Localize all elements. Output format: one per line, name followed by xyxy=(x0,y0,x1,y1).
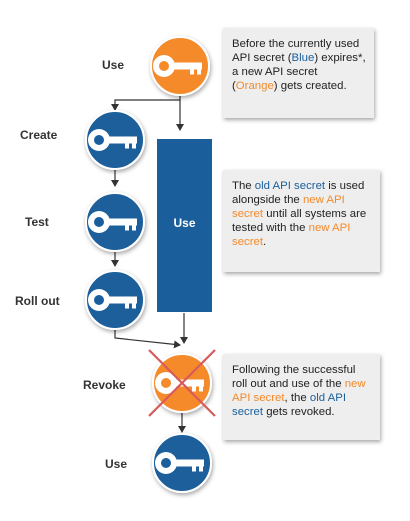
revoke-cross-icon xyxy=(148,349,216,417)
key-icon-create xyxy=(85,110,145,170)
use-bar-label: Use xyxy=(173,216,196,230)
use-bar xyxy=(157,139,212,312)
key-icon-rollout xyxy=(85,270,145,330)
key-icon-use-top xyxy=(150,36,210,96)
note-create-new-secret: Before the currently used API secret (Bl… xyxy=(223,28,374,118)
step-label-rollout: Roll out xyxy=(15,294,60,308)
note-parallel-use: The old API secret is used alongside the… xyxy=(223,170,380,272)
arrow-use-to-create xyxy=(111,92,181,111)
step-label-create: Create xyxy=(20,128,58,142)
note-revoke-old-secret: Following the successful roll out and us… xyxy=(223,354,380,440)
step-label-test: Test xyxy=(25,215,49,229)
key-icon-use-bottom xyxy=(152,433,212,493)
step-label-use-top: Use xyxy=(102,58,125,72)
step-label-use-bottom: Use xyxy=(105,457,128,471)
key-icon-revoke xyxy=(148,349,216,417)
step-label-revoke: Revoke xyxy=(83,378,126,392)
arrow-rollout-to-revoke xyxy=(114,330,181,349)
key-icon-test xyxy=(85,192,145,252)
